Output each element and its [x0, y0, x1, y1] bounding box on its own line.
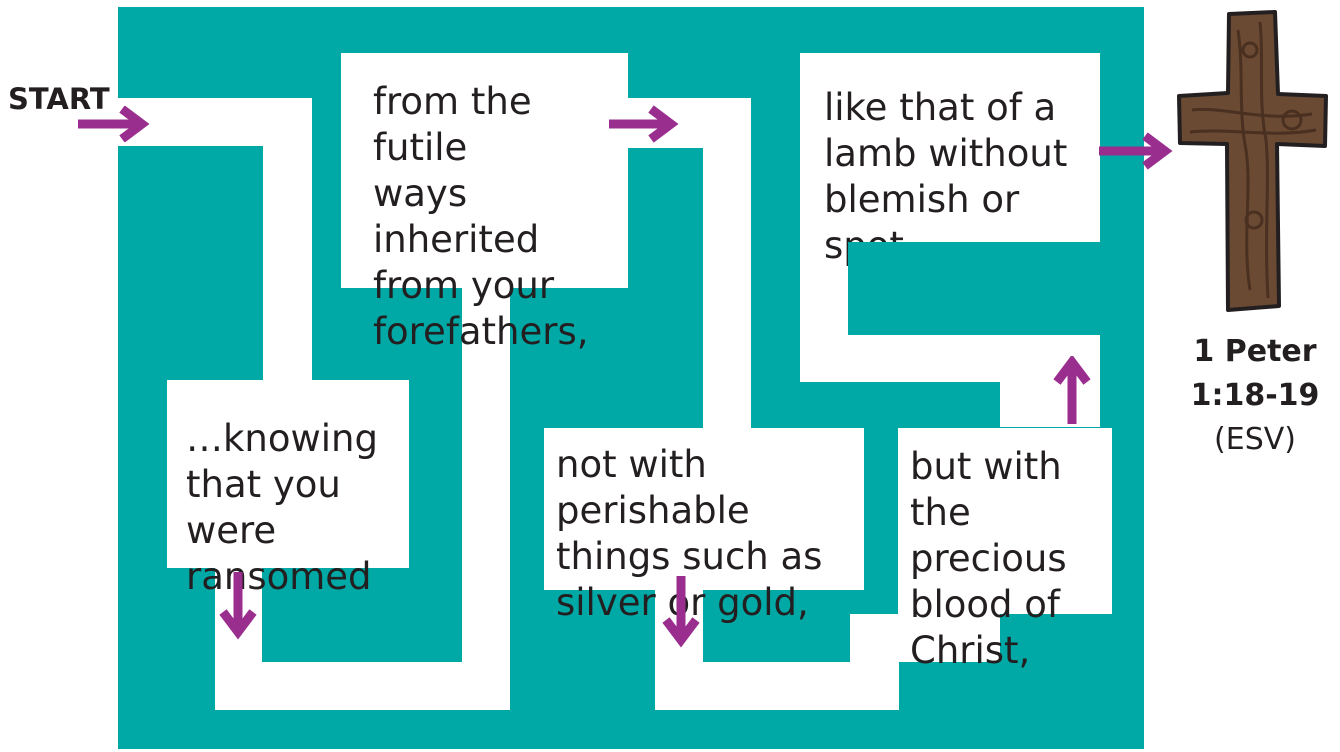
- textbox-lamb: like that of a lamb without blemish or s…: [800, 53, 1100, 267]
- path-left-down: [263, 98, 312, 380]
- textbox-perishable-text: not with perishable things such as silve…: [556, 443, 823, 624]
- teal-block-upper-right: [848, 242, 1100, 335]
- textbox-perishable: not with perishable things such as silve…: [544, 428, 864, 624]
- textbox-futile-ways-text: from the futile ways inherited from your…: [373, 80, 589, 353]
- start-label: START: [8, 82, 110, 116]
- arrow-down-perishable-icon: [662, 576, 700, 648]
- arrow-right-start-icon: [78, 106, 150, 142]
- textbox-knowing-text: …knowing that you were ransomed: [186, 417, 378, 598]
- textbox-precious-blood: but with the precious blood of Christ,: [898, 428, 1112, 672]
- arrow-up-precious-icon: [1053, 356, 1091, 424]
- reference-block: 1 Peter 1:18-19 (ESV): [1180, 330, 1330, 462]
- textbox-lamb-text: like that of a lamb without blemish or s…: [824, 86, 1068, 267]
- reference-version: (ESV): [1214, 422, 1296, 457]
- arrow-right-end-icon: [1099, 132, 1173, 170]
- path-bottom-run: [215, 662, 510, 710]
- path-center-up: [462, 288, 510, 710]
- arrow-down-knowing-icon: [219, 572, 257, 640]
- textbox-futile-ways: from the futile ways inherited from your…: [341, 53, 628, 353]
- arrow-right-futile-icon: [609, 105, 679, 143]
- textbox-knowing: …knowing that you were ransomed: [167, 380, 409, 598]
- path-center-down: [703, 98, 751, 428]
- path-step-2: [850, 614, 1000, 662]
- reference-verse: 1:18-19: [1190, 378, 1320, 413]
- wooden-cross-icon: [1177, 10, 1328, 312]
- textbox-precious-blood-text: but with the precious blood of Christ,: [910, 445, 1067, 672]
- reference-book: 1 Peter: [1193, 334, 1317, 369]
- path-right-top-bar: [800, 335, 1100, 382]
